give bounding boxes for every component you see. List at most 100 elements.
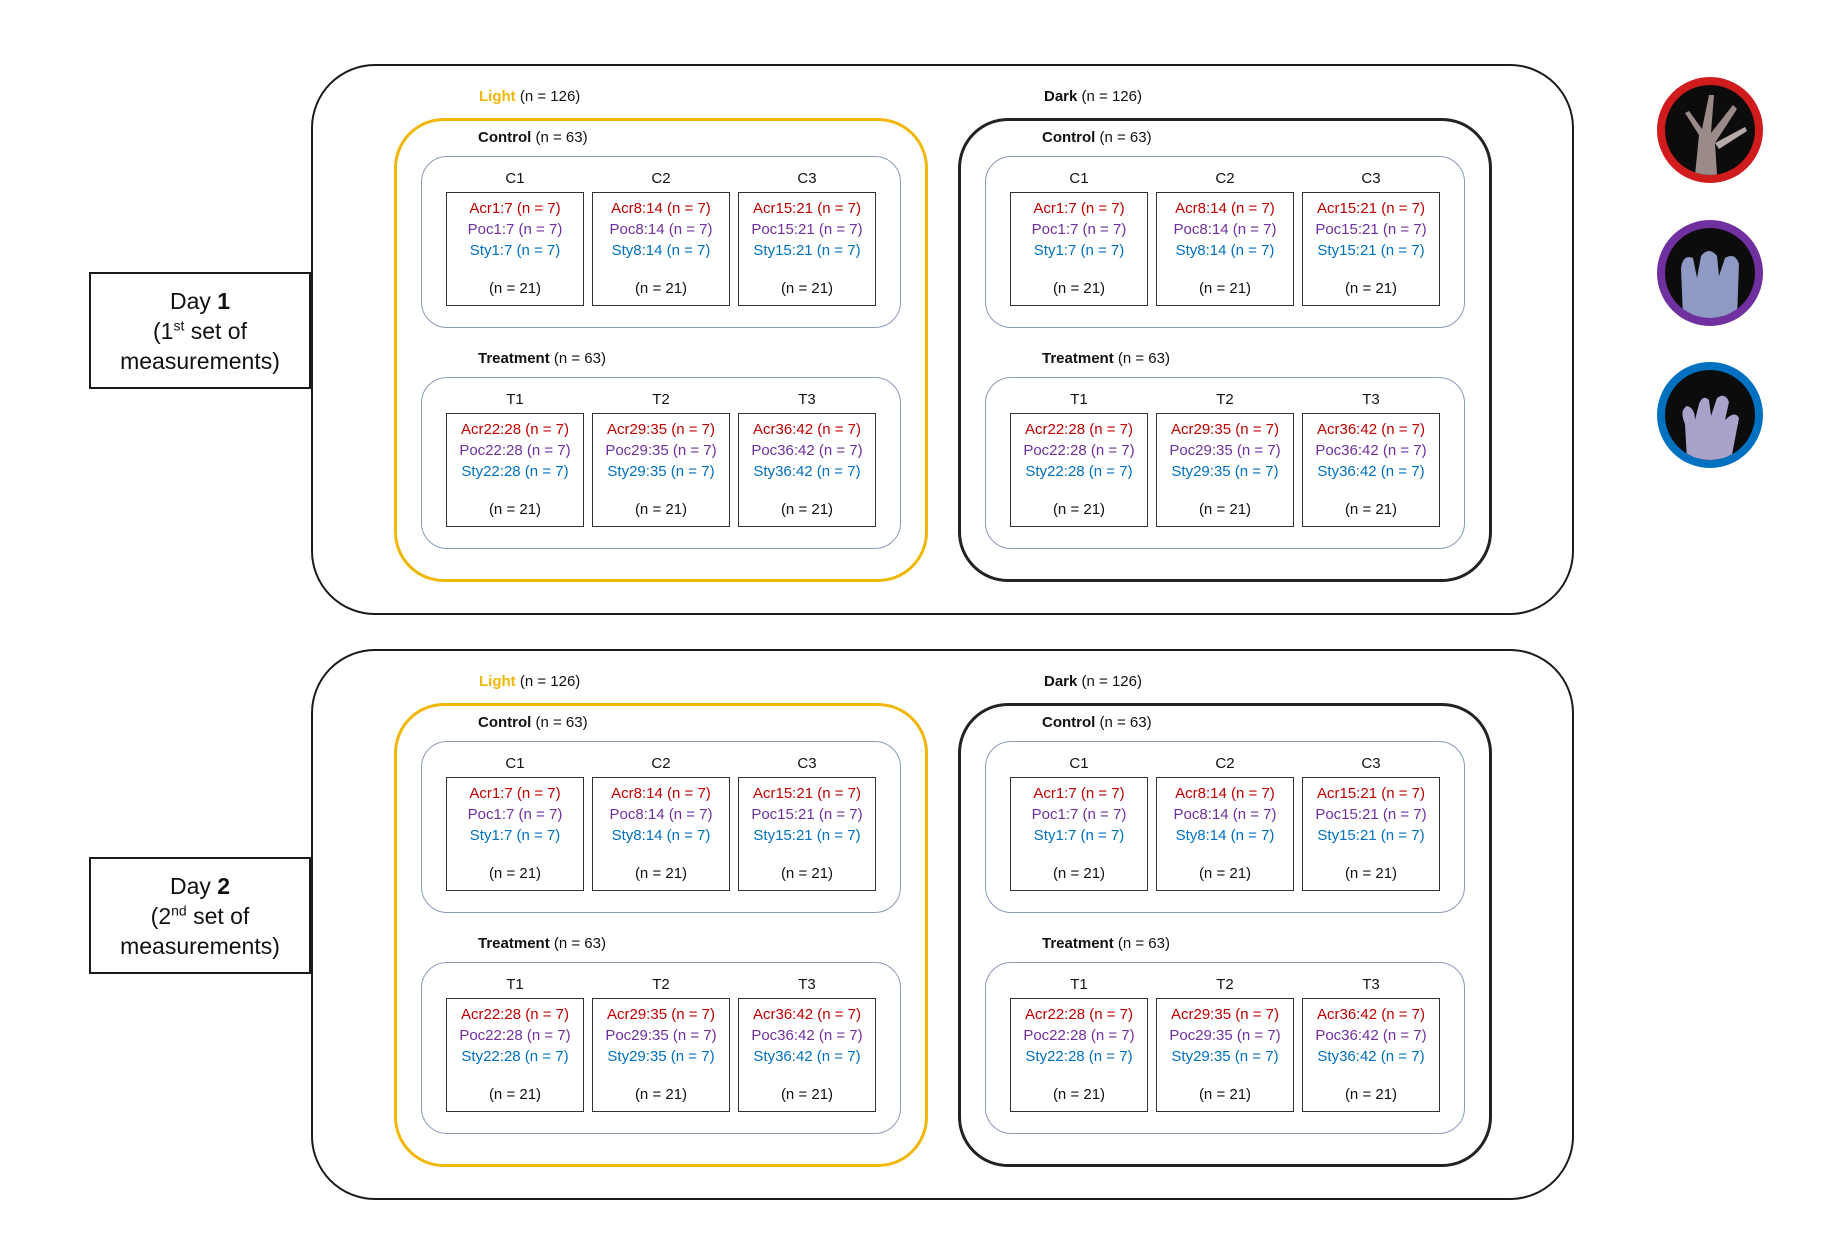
tank-box: Acr8:14 (n = 7)Poc8:14 (n = 7)Sty8:14 (n… <box>592 777 730 891</box>
tank-total: (n = 21) <box>488 1086 542 1103</box>
day-number: 2 <box>217 872 231 899</box>
day-word: Day <box>169 872 211 899</box>
control-group-box <box>421 156 901 328</box>
tank-total: (n = 21) <box>1052 1086 1106 1103</box>
set-number: 1 <box>160 317 174 344</box>
acropora-samples: Acr36:42 (n = 7) <box>753 1006 861 1023</box>
pocillopora-samples: Poc29:35 (n = 7) <box>605 1027 717 1044</box>
dark-condition-box <box>958 703 1492 1167</box>
group-label: Treatment (n = 63) <box>1042 350 1170 367</box>
group-name: Treatment <box>1042 935 1114 952</box>
day-outer-box <box>311 649 1574 1200</box>
group-label: Control (n = 63) <box>1042 714 1152 731</box>
tank-box: Acr29:35 (n = 7)Poc29:35 (n = 7)Sty29:35… <box>1156 998 1294 1112</box>
tank-box: Acr36:42 (n = 7)Poc36:42 (n = 7)Sty36:42… <box>1302 998 1440 1112</box>
tank-name: T1 <box>506 391 524 408</box>
acropora-samples: Acr36:42 (n = 7) <box>1317 1006 1425 1023</box>
group-label: Treatment (n = 63) <box>478 350 606 367</box>
set-ordinal: nd <box>171 901 187 918</box>
tank-name: T3 <box>1362 976 1380 993</box>
tank-box: Acr15:21 (n = 7)Poc15:21 (n = 7)Sty15:21… <box>738 192 876 306</box>
pocillopora-samples: Poc22:28 (n = 7) <box>1023 1027 1135 1044</box>
group-name: Control <box>478 714 532 731</box>
pocillopora-samples: Poc15:21 (n = 7) <box>1315 806 1427 823</box>
tank-box: Acr1:7 (n = 7)Poc1:7 (n = 7)Sty1:7 (n = … <box>1010 192 1148 306</box>
pocillopora-samples: Poc8:14 (n = 7) <box>1173 806 1277 823</box>
acropora-samples: Acr36:42 (n = 7) <box>753 421 861 438</box>
condition-name: Light <box>479 673 516 690</box>
tank-name: T2 <box>652 391 670 408</box>
stylophora-samples: Sty1:7 (n = 7) <box>469 242 561 259</box>
tank-total: (n = 21) <box>634 280 688 297</box>
treatment-group-box <box>985 377 1465 549</box>
condition-label: Light (n = 126) <box>479 673 580 690</box>
tank-name: T2 <box>1216 976 1234 993</box>
tank-total: (n = 21) <box>780 1086 834 1103</box>
tank-box: Acr29:35 (n = 7)Poc29:35 (n = 7)Sty29:35… <box>1156 413 1294 527</box>
day-word: Day <box>169 287 211 314</box>
tank-name: T1 <box>1070 976 1088 993</box>
acropora-samples: Acr22:28 (n = 7) <box>461 1006 569 1023</box>
stylophora-samples: Sty8:14 (n = 7) <box>1175 827 1275 844</box>
tank-total: (n = 21) <box>1344 865 1398 882</box>
tank-box: Acr15:21 (n = 7)Poc15:21 (n = 7)Sty15:21… <box>1302 192 1440 306</box>
group-name: Treatment <box>478 350 550 367</box>
light-condition-box <box>394 703 928 1167</box>
tank-name: T3 <box>1362 391 1380 408</box>
tank-name: C1 <box>1069 755 1089 772</box>
tank-box: Acr8:14 (n = 7)Poc8:14 (n = 7)Sty8:14 (n… <box>592 192 730 306</box>
set-number: 2 <box>158 902 172 929</box>
stylophora-samples: Sty22:28 (n = 7) <box>461 1048 569 1065</box>
tank-total: (n = 21) <box>488 280 542 297</box>
tank-name: C2 <box>651 170 671 187</box>
tank-box: Acr29:35 (n = 7)Poc29:35 (n = 7)Sty29:35… <box>592 413 730 527</box>
condition-count: (n = 126) <box>1077 673 1142 690</box>
pocillopora-icon <box>1657 220 1763 326</box>
tank-total: (n = 21) <box>1344 1086 1398 1103</box>
tank-total: (n = 21) <box>1198 865 1252 882</box>
pocillopora-samples: Poc36:42 (n = 7) <box>751 1027 863 1044</box>
pocillopora-samples: Poc1:7 (n = 7) <box>467 806 563 823</box>
pocillopora-samples: Poc36:42 (n = 7) <box>1315 442 1427 459</box>
stylophora-samples: Sty8:14 (n = 7) <box>1175 242 1275 259</box>
acropora-samples: Acr15:21 (n = 7) <box>1317 785 1425 802</box>
tank-total: (n = 21) <box>1052 865 1106 882</box>
tank-name: C2 <box>1215 755 1235 772</box>
acropora-samples: Acr29:35 (n = 7) <box>1171 1006 1279 1023</box>
tank-box: Acr22:28 (n = 7)Poc22:28 (n = 7)Sty22:28… <box>446 998 584 1112</box>
tank-name: T1 <box>1070 391 1088 408</box>
acropora-samples: Acr29:35 (n = 7) <box>1171 421 1279 438</box>
stylophora-samples: Sty36:42 (n = 7) <box>753 463 861 480</box>
stylophora-icon <box>1657 362 1763 468</box>
control-group-box <box>985 741 1465 913</box>
group-count: (n = 63) <box>531 129 588 146</box>
condition-count: (n = 126) <box>515 673 581 690</box>
stylophora-samples: Sty36:42 (n = 7) <box>753 1048 861 1065</box>
group-label: Treatment (n = 63) <box>478 935 606 952</box>
tank-name: C3 <box>797 170 817 187</box>
acropora-samples: Acr15:21 (n = 7) <box>753 785 861 802</box>
tank-box: Acr1:7 (n = 7)Poc1:7 (n = 7)Sty1:7 (n = … <box>446 192 584 306</box>
tank-box: Acr1:7 (n = 7)Poc1:7 (n = 7)Sty1:7 (n = … <box>446 777 584 891</box>
pocillopora-samples: Poc1:7 (n = 7) <box>1031 221 1127 238</box>
pocillopora-samples: Poc36:42 (n = 7) <box>751 442 863 459</box>
condition-count: (n = 126) <box>515 88 581 105</box>
tank-box: Acr15:21 (n = 7)Poc15:21 (n = 7)Sty15:21… <box>738 777 876 891</box>
pocillopora-samples: Poc1:7 (n = 7) <box>467 221 563 238</box>
condition-label: Dark (n = 126) <box>1044 673 1142 690</box>
tank-name: T2 <box>1216 391 1234 408</box>
group-name: Treatment <box>1042 350 1114 367</box>
pocillopora-samples: Poc29:35 (n = 7) <box>605 442 717 459</box>
tank-total: (n = 21) <box>1198 1086 1252 1103</box>
condition-count: (n = 126) <box>1077 88 1142 105</box>
pocillopora-samples: Poc15:21 (n = 7) <box>751 806 863 823</box>
pocillopora-samples: Poc15:21 (n = 7) <box>751 221 863 238</box>
stylophora-samples: Sty22:28 (n = 7) <box>1025 463 1133 480</box>
pocillopora-samples: Poc1:7 (n = 7) <box>1031 806 1127 823</box>
tank-total: (n = 21) <box>634 1086 688 1103</box>
day-title: Day 1 <box>170 286 230 316</box>
tank-box: Acr36:42 (n = 7) Poc36:42 (n = 7) Sty36:42… <box>738 998 876 1112</box>
